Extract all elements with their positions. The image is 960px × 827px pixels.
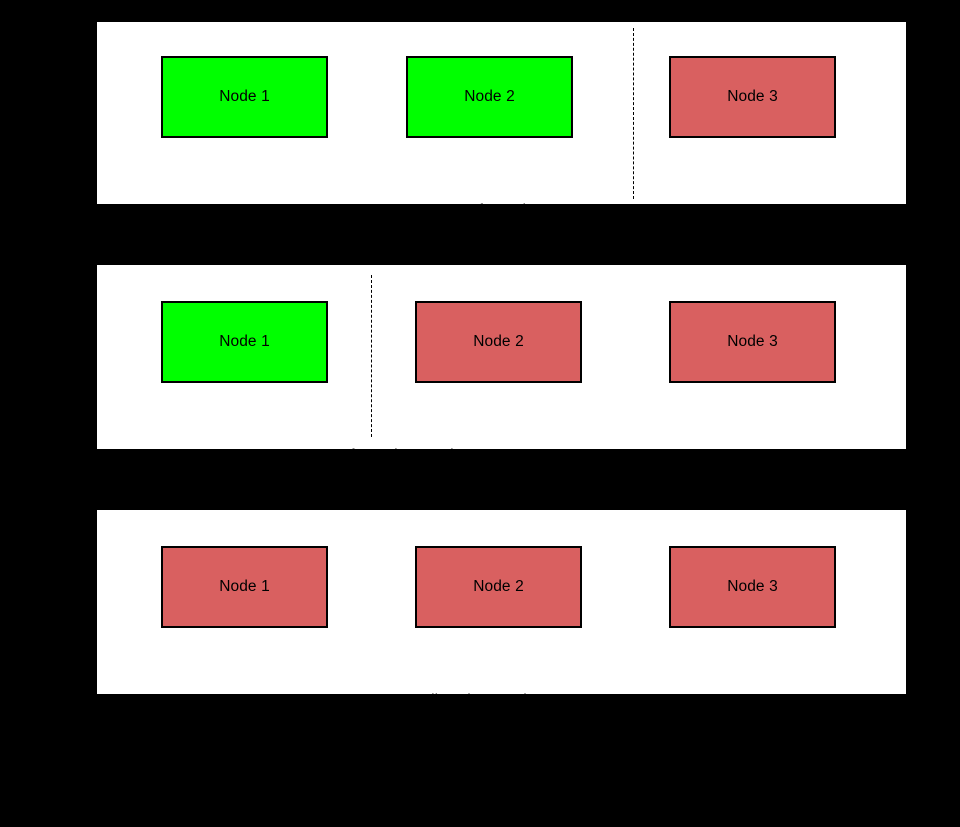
caption-line-1: Two out of 3 nodes are up xyxy=(411,202,591,219)
scenario-panel-2: Node 1 Node 2 Node 3 Two out of 3 nodes … xyxy=(97,265,906,533)
node-box-1: Node 1 xyxy=(161,56,328,138)
node-box-2: Node 2 xyxy=(406,56,573,138)
quorum-divider-line xyxy=(633,28,634,199)
node-box-3: Node 3 xyxy=(669,56,836,138)
caption-line-2: Majority Fails & Cluster Stops xyxy=(386,761,590,778)
node-box-3: Node 3 xyxy=(669,546,836,628)
scenario-panel-3: Node 1 Node 2 Node 3 All Nodes are down … xyxy=(97,510,906,778)
node-box-2: Node 2 xyxy=(415,301,582,383)
caption-line-1: Two out of 3 nodes are down xyxy=(283,447,483,464)
node-box-2: Node 2 xyxy=(415,546,582,628)
node-box-3: Node 3 xyxy=(669,301,836,383)
node-box-1: Node 1 xyxy=(161,301,328,383)
diagram-canvas: Node 1 Node 2 Node 3 Two out of 3 nodes … xyxy=(97,22,906,778)
scenario-panel-1: Node 1 Node 2 Node 3 Two out of 3 nodes … xyxy=(97,22,906,288)
panel-caption: All Nodes are down Majority Fails & Clus… xyxy=(283,643,693,827)
quorum-divider-line xyxy=(371,275,372,437)
caption-line-1: All Nodes are down xyxy=(420,692,556,709)
node-box-1: Node 1 xyxy=(161,546,328,628)
